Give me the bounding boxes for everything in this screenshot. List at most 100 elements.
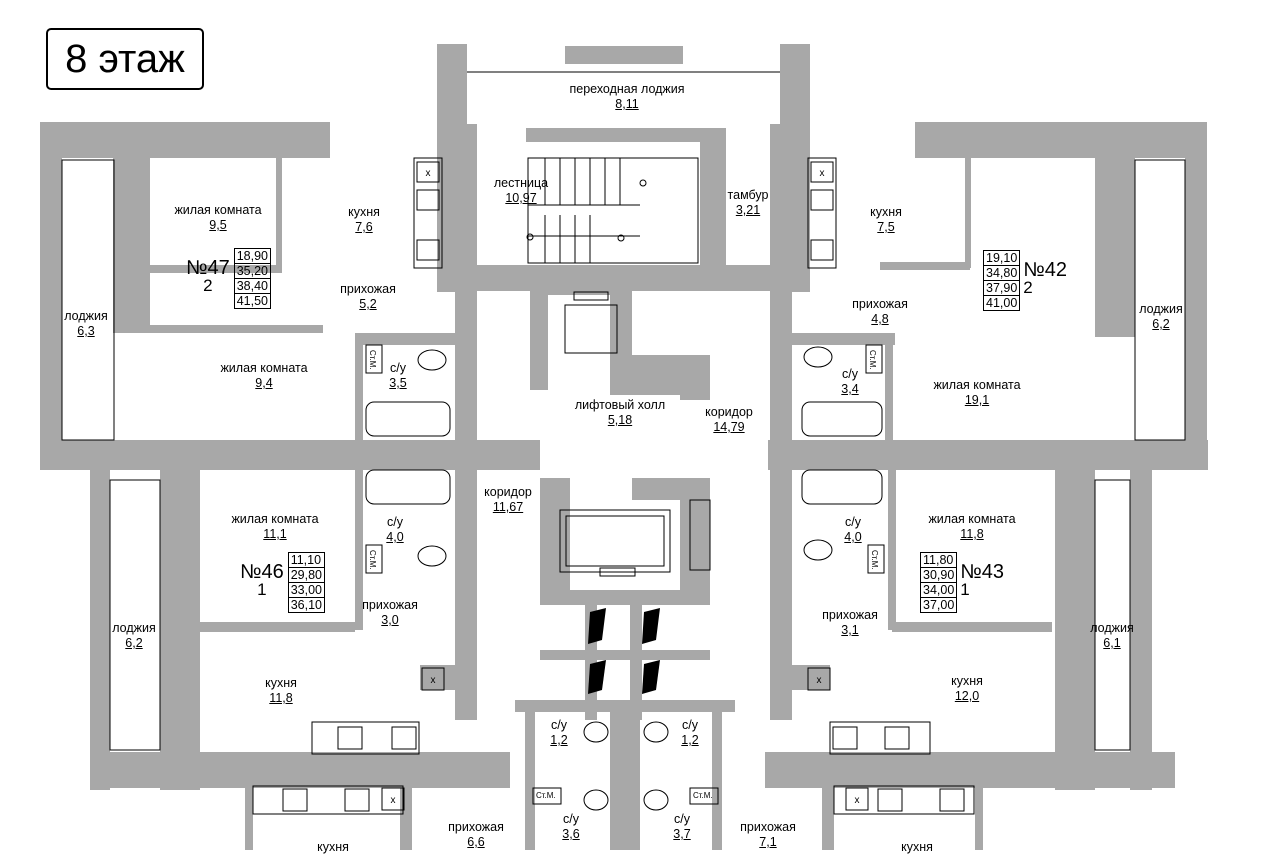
room-area: 3,21 <box>735 203 761 217</box>
cabinet-label: Ст.М. <box>693 791 713 800</box>
room-area: 1,2 <box>681 733 699 747</box>
room-area: 3,5 <box>389 376 407 390</box>
area-value: 37,00 <box>919 597 958 613</box>
room-name: лоджия <box>112 621 156 635</box>
room-area: 6,2 <box>1152 317 1170 331</box>
room-name: коридор <box>484 485 532 499</box>
room-name: с/у <box>682 718 698 732</box>
area-value: 29,80 <box>287 567 325 583</box>
area-value: 30,90 <box>919 567 958 583</box>
room-area: 12,0 <box>954 689 980 703</box>
area-value: 18,90 <box>233 248 271 264</box>
room-name: коридор <box>705 405 753 419</box>
svg-text:x: x <box>820 168 825 179</box>
room-area: 6,2 <box>125 636 143 650</box>
room-name: кухня <box>870 205 902 219</box>
area-value: 34,80 <box>982 265 1021 281</box>
apartment-number: №46 <box>240 560 284 583</box>
svg-text:x: x <box>426 168 431 179</box>
room-name: с/у <box>674 812 690 826</box>
room-area: 5,18 <box>607 413 633 427</box>
room-name: кухня <box>265 676 297 690</box>
room-name: тамбур <box>727 188 769 202</box>
area-value: 19,10 <box>982 250 1021 266</box>
room-area: 7,1 <box>759 835 777 849</box>
room-area: 9,4 <box>255 376 273 390</box>
room-name: кухня <box>317 840 349 854</box>
room-area: 14,79 <box>713 420 745 434</box>
room-name: с/у <box>390 361 406 375</box>
room-name: прихожая <box>362 598 418 612</box>
fixture-outlines <box>61 71 1186 815</box>
room-name: жилая комната <box>933 378 1021 392</box>
svg-text:x: x <box>817 675 822 686</box>
fixture-marks: x x x x x x <box>391 168 860 806</box>
area-value: 35,20 <box>233 263 271 279</box>
room-area: 1,2 <box>550 733 568 747</box>
area-value: 36,10 <box>287 597 325 613</box>
svg-text:x: x <box>431 675 436 686</box>
area-value: 41,00 <box>982 295 1021 311</box>
room-area: 4,8 <box>871 312 889 326</box>
room-area: 3,7 <box>673 827 691 841</box>
apartment-number: №42 <box>1023 258 1067 281</box>
room-name: лоджия <box>64 309 108 323</box>
room-area: 7,5 <box>877 220 895 234</box>
room-area: 3,6 <box>562 827 580 841</box>
cabinet-label: Ст.М. <box>868 350 877 370</box>
room-name: прихожая <box>340 282 396 296</box>
apartment-number: №43 <box>960 560 1004 583</box>
area-value: 37,90 <box>982 280 1021 296</box>
room-name: с/у <box>842 367 858 381</box>
room-area: 5,2 <box>359 297 377 311</box>
cabinet-label: Ст.М. <box>870 550 879 570</box>
room-count: 1 <box>960 579 970 599</box>
room-name: переходная лоджия <box>569 82 685 96</box>
room-area: 7,6 <box>355 220 373 234</box>
room-name: жилая комната <box>220 361 308 375</box>
area-value: 41,50 <box>233 293 271 309</box>
room-name: с/у <box>563 812 579 826</box>
stair-steps <box>526 158 647 263</box>
room-area: 4,0 <box>386 530 404 544</box>
svg-text:x: x <box>855 795 860 806</box>
apartment-number: №47 <box>186 256 230 279</box>
room-area: 11,1 <box>263 527 287 541</box>
room-area: 3,0 <box>381 613 399 627</box>
room-area: 6,1 <box>1103 636 1121 650</box>
room-name: лестница <box>493 176 549 190</box>
room-area: 3,4 <box>841 382 859 396</box>
area-value: 11,10 <box>287 552 325 568</box>
room-area: 4,0 <box>844 530 862 544</box>
